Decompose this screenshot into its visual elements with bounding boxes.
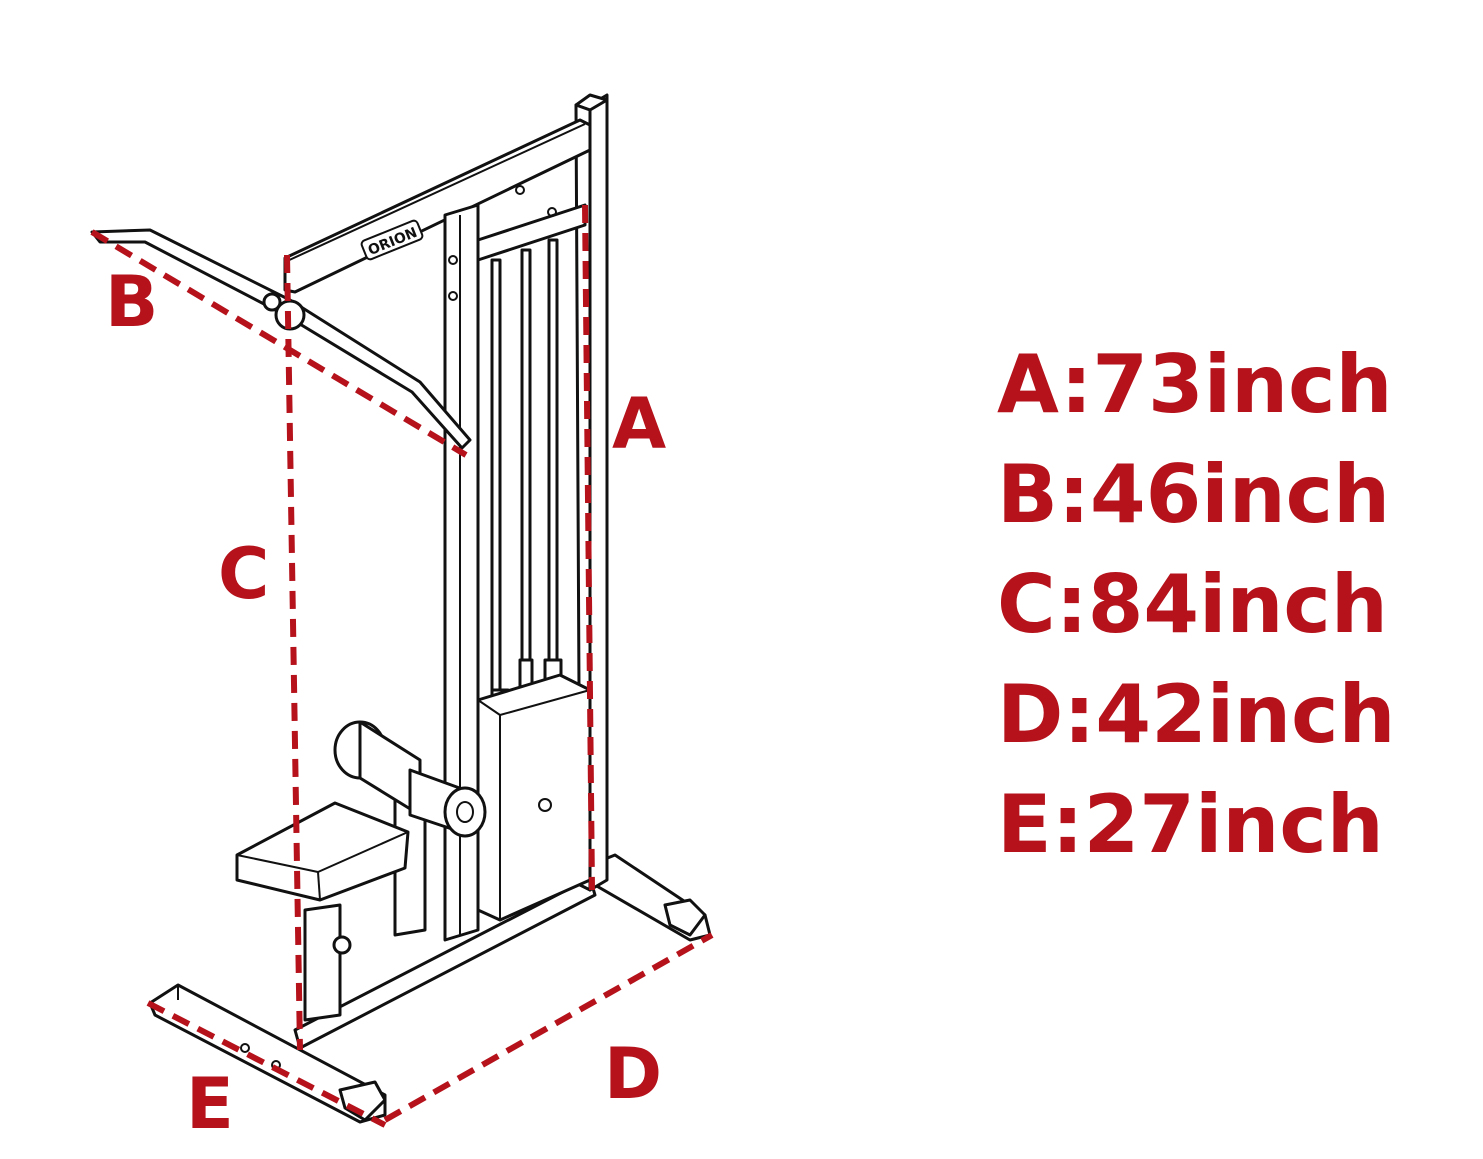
spec-e: E:27inch (997, 778, 1384, 871)
spec-b: B:46inch (997, 448, 1391, 541)
label-b: B (105, 261, 158, 343)
label-e: E (186, 1063, 234, 1145)
label-c: C (218, 533, 269, 615)
dimension-line-d (383, 932, 714, 1123)
spec-c: C:84inch (997, 558, 1388, 651)
weight-stack (476, 673, 592, 922)
label-a: A (612, 383, 666, 465)
spec-a: A:73inch (997, 338, 1393, 431)
label-d: D (604, 1033, 662, 1115)
guide-rods (490, 238, 563, 714)
spec-d: D:42inch (997, 668, 1396, 761)
top-crossbar: ORION (283, 118, 592, 294)
dimension-line-a (582, 204, 595, 891)
guide-frame (443, 185, 587, 942)
seat-pad (235, 801, 410, 1022)
knee-rollers (333, 720, 487, 937)
dimension-line-e (146, 1000, 387, 1128)
dimension-line-c (284, 254, 303, 1051)
dimension-line-b (90, 229, 468, 458)
